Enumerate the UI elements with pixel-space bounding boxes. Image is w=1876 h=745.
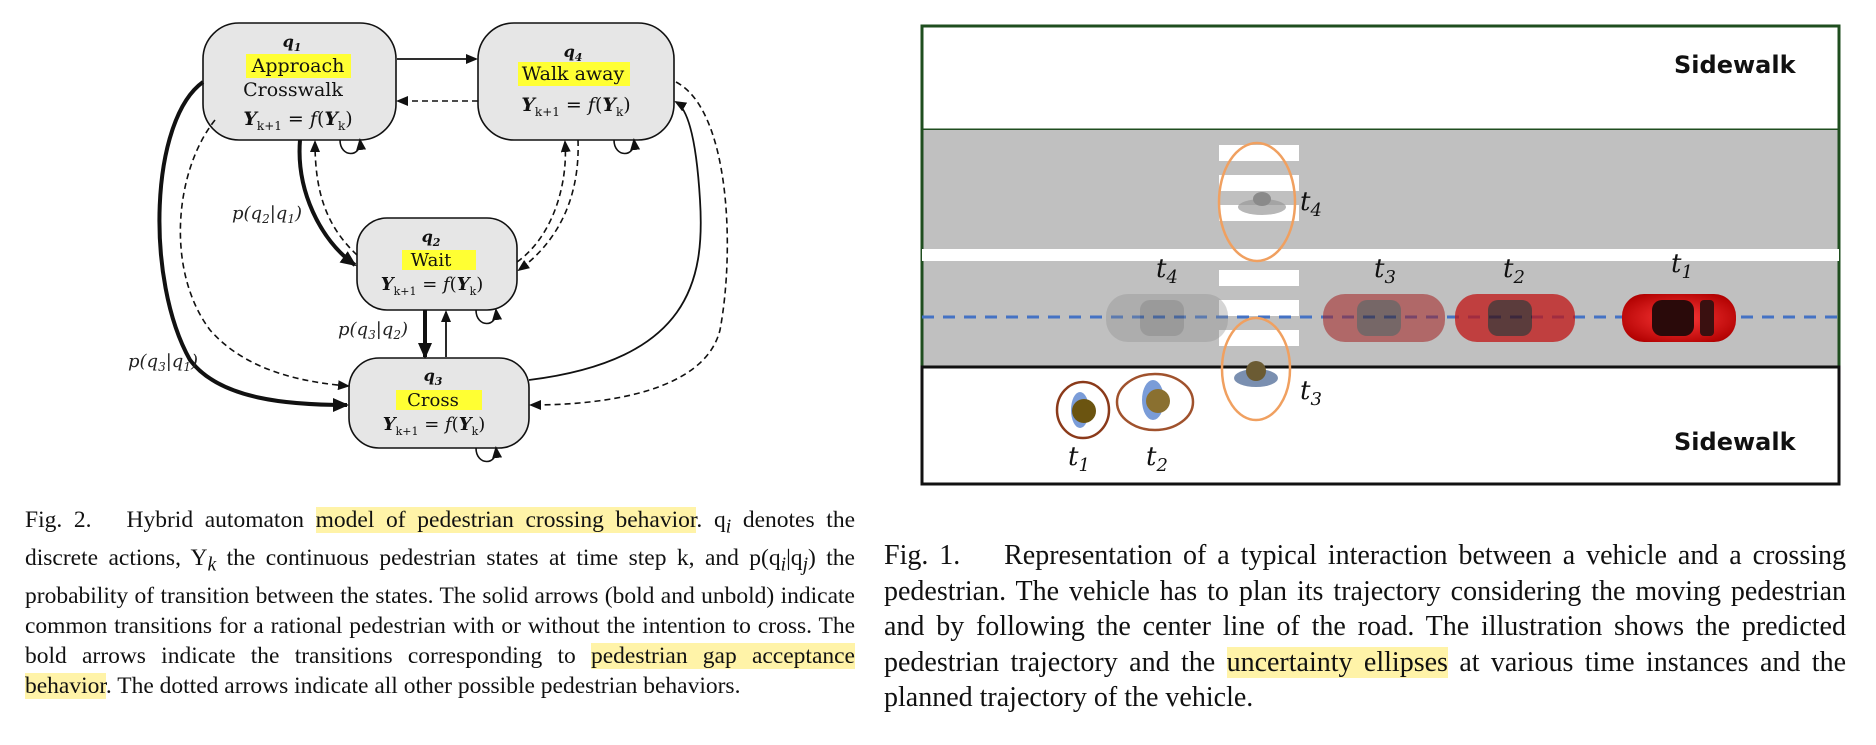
q1-name: Approach — [251, 55, 345, 77]
fig2-caption-prefix: Fig. 2. — [25, 507, 92, 533]
self-loop-q4 — [613, 138, 641, 155]
fig1-caption-t1: Representation of a typical interaction … — [884, 540, 1846, 678]
q4-name: Walk away — [522, 63, 625, 85]
highlight-approach — [246, 54, 351, 78]
q2-eq: Yk+1 = f(Yk) — [381, 274, 484, 298]
fig1-scene: Sidewalk Sidewalk t4 t3 t2 t1 t1 t2 t3 t… — [920, 24, 1841, 486]
q4-label: q4 — [564, 42, 583, 64]
fig2-diagram: q1 Approach Crosswalk Yk+1 = f(Yk) q4 Wa… — [128, 22, 729, 463]
fig1-caption-t2: at various time instances and the planne… — [884, 646, 1847, 714]
arrow-q2-q4-dashed — [516, 140, 571, 263]
ped-t2 — [1115, 372, 1195, 432]
q3-eq: Yk+1 = f(Yk) — [383, 414, 486, 438]
q3-name: Cross — [407, 390, 459, 411]
time-label-car-t2: t2 — [1503, 254, 1525, 288]
fig1-caption-highlight: uncertainty ellipses — [1226, 646, 1448, 678]
fig2-caption-t4bsub: j — [802, 554, 809, 576]
label-p-q3-q2: p(q3|q2) — [338, 319, 408, 342]
ped-t3 — [1220, 316, 1292, 422]
arrow-q1-q3-bold — [157, 80, 349, 412]
ped-t4 — [1217, 141, 1297, 263]
fig2-caption-t1: Hybrid automaton — [126, 507, 316, 533]
self-loop-q2 — [475, 308, 503, 325]
car-t3 — [1323, 294, 1445, 342]
car-t4 — [1106, 294, 1228, 342]
self-loop-q3 — [475, 446, 503, 463]
fig2-caption-t3: denotes the discrete actions, Y — [25, 507, 855, 571]
q1-eq: Yk+1 = f(Yk) — [243, 108, 352, 133]
fig2-caption-t4sub: i — [780, 554, 787, 576]
car-t2 — [1455, 294, 1575, 342]
fig1-caption-prefix: Fig. 1. — [884, 540, 961, 571]
highlight-wait — [402, 250, 476, 270]
ped-t1 — [1055, 380, 1111, 440]
label-p-q2-q1: p(q2|q1) — [232, 203, 302, 226]
fig2-caption-t3sub: k — [207, 554, 217, 576]
arrow-q2-q1-dashed — [310, 140, 358, 256]
time-label-ped-t1: t1 — [1068, 442, 1090, 476]
q1-name2: Crosswalk — [243, 79, 343, 101]
fig2-caption-t2sub: i — [725, 516, 732, 538]
q4-eq: Yk+1 = f(Yk) — [521, 94, 630, 119]
label-p-q3-q1: p(q3|q1) — [128, 351, 198, 374]
fig1-caption: Fig. 1. Representation of a typical inte… — [884, 538, 1846, 716]
self-loop-q1 — [339, 138, 367, 155]
fig2-caption-t2: . q — [696, 507, 726, 533]
highlight-walk-away — [518, 62, 630, 86]
sidewalk-bottom-label: Sidewalk — [1674, 428, 1797, 456]
q2-name: Wait — [411, 250, 452, 271]
fig2-caption-t4b: |q — [786, 544, 803, 571]
fig2-caption-t6: . The dotted arrows indicate all other p… — [105, 673, 741, 700]
arrow-q1-q2-bold — [297, 139, 357, 267]
time-label-car-t1: t1 — [1671, 249, 1693, 283]
time-label-car-t4: t4 — [1156, 254, 1178, 288]
time-label-car-t3: t3 — [1374, 254, 1396, 288]
highlight-cross — [396, 390, 482, 410]
arrow-q3-q4 — [528, 101, 702, 381]
fig2-caption: Fig. 2. Hybrid automaton model of pedest… — [25, 505, 855, 702]
arrow-q4-q2-dashed — [517, 139, 579, 272]
time-label-ped-t3: t3 — [1300, 376, 1322, 410]
time-label-ped-t2: t2 — [1146, 442, 1168, 476]
lane-divider — [922, 249, 1839, 261]
car-t1 — [1622, 294, 1736, 342]
sidewalk-bottom — [920, 365, 1841, 486]
fig2-caption-t5: ) the probability of transition between … — [25, 544, 855, 670]
arrow-q4-q3-dashed — [529, 81, 729, 410]
fig2-caption-t4: the continuous pedestrian states at time… — [216, 544, 781, 571]
time-label-ped-t4: t4 — [1300, 187, 1322, 221]
fig2-caption-highlight-1: model of pedestrian crossing behavior — [315, 507, 697, 533]
arrow-q1-q3-dashed — [179, 119, 350, 391]
q3-label: q3 — [424, 366, 443, 388]
q1-label: q1 — [283, 32, 302, 54]
sidewalk-top-label: Sidewalk — [1674, 51, 1797, 79]
q2-label: q2 — [422, 227, 441, 249]
